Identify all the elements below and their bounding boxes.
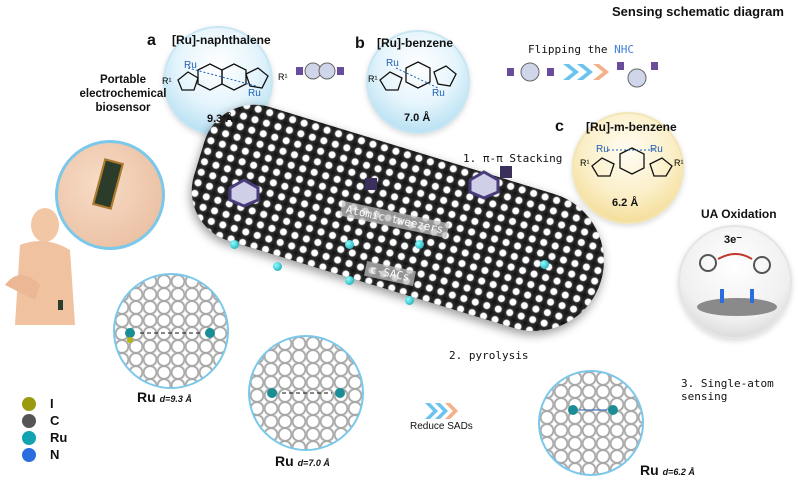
step-3-label: 3. Single-atom sensing — [681, 377, 774, 403]
panel-a-name: [Ru]-naphthalene — [172, 33, 271, 47]
panel-a-label: a — [147, 32, 156, 49]
step-2-label: 2. pyrolysis — [449, 349, 529, 362]
lattice-distance: d=6.2 Å — [662, 467, 695, 477]
ua-bubble — [678, 225, 792, 339]
lattice-ru: Ru — [640, 462, 659, 478]
ru-atom — [230, 240, 239, 249]
iodine-dot-icon — [22, 396, 36, 411]
legend: I C Ru N — [22, 395, 67, 463]
r-group-label: R¹ — [162, 76, 172, 86]
ru-atom — [273, 262, 282, 271]
naphthalene-structure: Ru Ru R¹ R¹ — [162, 60, 288, 99]
biosensor-line1: Portable — [99, 74, 146, 86]
panel-c-name: [Ru]-m-benzene — [586, 120, 677, 134]
legend-item-ru: Ru — [22, 429, 67, 446]
lattice-distance: d=7.0 Å — [297, 458, 330, 468]
r-group-label: R¹ — [580, 158, 590, 168]
ru-pair-icon — [125, 328, 215, 343]
human-figure-icon — [5, 208, 75, 325]
ru-atom — [415, 240, 424, 249]
r-group-label: R¹ — [368, 74, 378, 84]
ua-title: UA Oxidation — [701, 207, 777, 221]
reduce-sads-label: Reduce SADs — [410, 421, 473, 432]
lattice-bubble-6-2 — [538, 370, 644, 476]
ru-atom — [540, 260, 549, 269]
r-group-label: R¹ — [278, 72, 288, 82]
electron-count: 3e⁻ — [724, 234, 743, 246]
flip-label: Flipping the NHC — [528, 43, 634, 56]
m-benzene-structure: Ru Ru R¹ R¹ — [580, 144, 684, 177]
r-group-label: R¹ — [674, 158, 684, 168]
lattice-distance: d=9.3 Å — [159, 394, 192, 404]
ru-atom-label: Ru — [184, 60, 197, 71]
ru-atom-label: Ru — [432, 88, 445, 99]
ru-atom — [405, 296, 414, 305]
ru-atom-label: Ru — [596, 144, 609, 155]
ru-atom-label: Ru — [386, 58, 399, 69]
flip-text: Flipping the — [528, 43, 608, 56]
ru-linker-on-tube-icon — [228, 166, 512, 208]
legend-label: Ru — [50, 430, 68, 445]
biosensor-label: Portable electrochemical biosensor — [68, 73, 178, 115]
flip-arrow-diagram — [507, 62, 658, 88]
panel-c-distance: 6.2 Å — [612, 197, 639, 209]
legend-item-c: C — [22, 412, 67, 429]
panel-c-label: c — [555, 118, 564, 135]
panel-b-label: b — [355, 35, 365, 52]
ru-pair-icon — [568, 405, 618, 415]
panel-a-distance: 9.3 Å — [207, 113, 234, 125]
lattice-ru: Ru — [275, 453, 294, 469]
benzene-structure: Ru Ru R¹ — [368, 58, 457, 99]
panel-b-distance: 7.0 Å — [404, 112, 431, 124]
nitrogen-dot-icon — [22, 447, 36, 462]
legend-label: I — [50, 396, 54, 411]
legend-item-n: N — [22, 446, 67, 463]
ru-atom — [345, 276, 354, 285]
legend-label: C — [50, 413, 60, 428]
carbon-dot-icon — [22, 413, 36, 428]
lattice-label-6-2: Ru d=6.2 Å — [640, 462, 695, 478]
panel-b-name: [Ru]-benzene — [377, 36, 453, 50]
ru-atom — [345, 240, 354, 249]
ru-pair-icon — [267, 388, 345, 398]
ru-atom-label: Ru — [248, 88, 261, 99]
step-1-label: 1. π-π Stacking — [463, 152, 563, 165]
lattice-ru: Ru — [137, 389, 156, 405]
diagram-title: Sensing schematic diagram — [612, 4, 784, 19]
ru-atom-label: Ru — [650, 144, 663, 155]
lattice-label-9-3: Ru d=9.3 Å — [137, 389, 192, 405]
nhc-text: NHC — [614, 43, 634, 56]
legend-item-i: I — [22, 395, 67, 412]
lattice-label-7-0: Ru d=7.0 Å — [275, 453, 330, 469]
ruthenium-dot-icon — [22, 430, 36, 445]
biosensor-line3: biosensor — [95, 102, 151, 114]
legend-label: N — [50, 447, 60, 462]
uric-acid-oxidation-icon — [697, 253, 777, 316]
naphthalene-linker-icon — [296, 62, 344, 80]
reduce-arrow-icon — [425, 403, 458, 419]
panel-c-bubble — [572, 112, 684, 224]
biosensor-line2: electrochemical — [79, 88, 167, 100]
